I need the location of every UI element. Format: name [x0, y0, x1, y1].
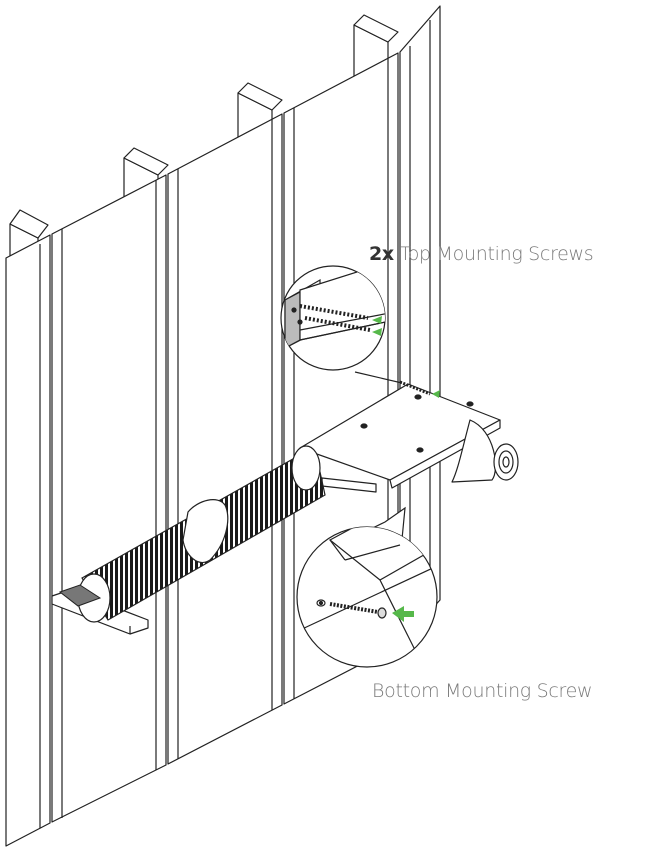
top-screws-label: 2x Top Mounting Screws	[369, 243, 594, 265]
bottom-screw-callout	[296, 506, 438, 668]
screw-icon	[299, 304, 371, 332]
bottom-screw-label: Bottom Mounting Screw	[372, 680, 593, 702]
arrow-icon-bottom	[392, 606, 414, 622]
duct-icon	[58, 445, 326, 623]
arrow-icon-top	[372, 316, 382, 336]
top-screws-text: Top Mounting Screws	[399, 243, 594, 265]
top-screws-count: 2x	[369, 243, 394, 265]
wall-panels	[5, 5, 441, 847]
roller-icon	[451, 419, 519, 483]
screw-icon-bottom	[329, 602, 387, 619]
